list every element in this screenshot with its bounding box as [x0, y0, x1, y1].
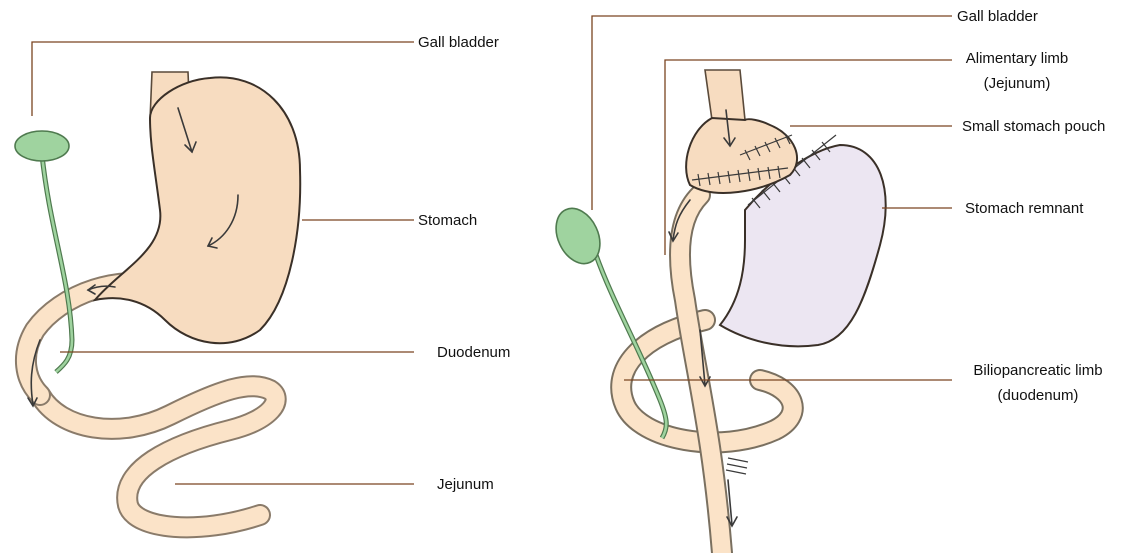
anastomosis-staples	[726, 458, 748, 474]
label-alimentary-limb: Alimentary limb (Jejunum)	[952, 50, 1082, 93]
label-alimentary-limb-title: Alimentary limb	[952, 50, 1082, 68]
label-gall-bladder-right: Gall bladder	[957, 8, 1038, 26]
right-diagram	[548, 16, 952, 553]
label-alimentary-limb-sub: (Jejunum)	[952, 75, 1082, 93]
left-diagram	[15, 42, 414, 527]
label-gall-bladder-left: Gall bladder	[418, 34, 499, 52]
left-gall-bladder	[15, 131, 69, 161]
label-duodenum: Duodenum	[437, 344, 510, 362]
label-biliopancreatic-limb-title: Biliopancreatic limb	[953, 362, 1123, 380]
right-esophagus	[705, 70, 745, 120]
label-biliopancreatic-limb: Biliopancreatic limb (duodenum)	[953, 362, 1123, 405]
label-biliopancreatic-limb-sub: (duodenum)	[953, 387, 1123, 405]
label-small-stomach-pouch: Small stomach pouch	[962, 118, 1105, 136]
left-stomach	[95, 77, 300, 343]
label-stomach: Stomach	[418, 212, 477, 230]
label-jejunum: Jejunum	[437, 476, 494, 494]
label-stomach-remnant: Stomach remnant	[965, 200, 1083, 218]
